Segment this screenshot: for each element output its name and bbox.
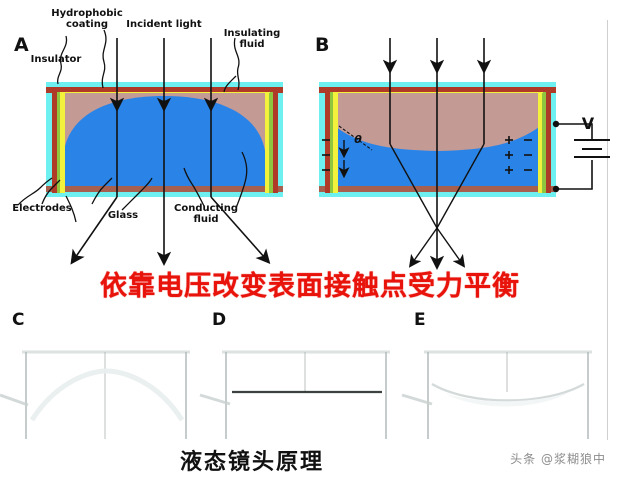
label-conducting-fluid: Conducting fluid (173, 203, 239, 225)
panel-b-ray-left-refracted (389, 143, 438, 229)
panel-a-ray-right-out (210, 196, 271, 264)
panel-a-leader-electrodes-1 (17, 177, 53, 206)
panel-a-hydrophobic-coating-right (269, 88, 273, 193)
label-electrodes: Electrodes (12, 203, 72, 214)
panel-b-schematic (319, 38, 610, 270)
panel-a-leader-hydrophobic (101, 29, 107, 89)
panel-a-leader-insulating-fluid (233, 37, 240, 91)
panel-a-ray-left-out (70, 196, 118, 265)
panel-b-electrode-left (319, 88, 330, 193)
panel-b-electrode-right (546, 88, 556, 193)
label-glass: Glass (107, 210, 139, 221)
panel-b-charges-right-fluid (505, 136, 513, 174)
panel-a-leader-electrodes-2 (41, 179, 61, 205)
panel-b-circuit (552, 120, 610, 193)
label-voltage-source: V (581, 114, 595, 133)
watermark: 头条 @浆糊狼中 (510, 452, 606, 466)
panel-a-hydrophobic-coating-left (57, 88, 61, 193)
panel-a-leader-conducting-2 (235, 151, 248, 209)
panel-a-electrode-right (273, 88, 283, 193)
photo-d-overlay (199, 350, 390, 439)
panel-letter-c: C (12, 310, 25, 330)
right-divider-rule (607, 20, 608, 440)
panel-b-hydrophobic-coating-right (542, 88, 546, 193)
panel-letter-b: B (315, 34, 330, 56)
panel-b-insulator-left (333, 88, 338, 193)
photo-e-overlay (401, 350, 592, 439)
panel-letter-a: A (14, 34, 29, 56)
panel-letter-e: E (414, 310, 426, 330)
panel-b-ray-out-left (408, 227, 438, 268)
red-banner-text: 依靠电压改变表面接触点受力平衡 (100, 271, 520, 302)
panel-b-contact-angle-line (338, 125, 373, 151)
panel-b-ray-out-right (436, 227, 466, 268)
panel-a-leader-glass-1 (91, 177, 113, 205)
panel-b-charges-left-electrode (322, 139, 330, 171)
panel-a-leader-glass-2 (121, 177, 153, 211)
bottom-caption: 液态镜头原理 (180, 450, 325, 475)
panel-b-hydrophobic-coating-left (330, 88, 334, 193)
panel-letter-d: D (212, 310, 227, 330)
panel-a-leader-conducting-1 (183, 167, 205, 207)
panel-b-insulator-right (538, 88, 543, 193)
panel-b-charges-right-electrode (524, 139, 532, 171)
photo-c-overlay (0, 350, 190, 439)
panel-a-schematic (17, 29, 283, 266)
photo-overlays (0, 350, 592, 439)
photo-c-meniscus-convex (29, 368, 185, 422)
panel-a-electrode-left (46, 88, 57, 193)
label-hydrophobic-coating: Hydrophobic coating (51, 8, 123, 30)
panel-a-insulator-left (60, 88, 65, 193)
label-contact-angle: θ (354, 133, 362, 146)
panel-a-leader-insulator (56, 35, 68, 85)
photo-e-meniscus-concave (446, 392, 570, 407)
label-insulator: Insulator (30, 54, 82, 65)
label-insulating-fluid: Insulating fluid (223, 28, 281, 50)
panel-b-ray-right-refracted (436, 143, 485, 229)
label-incident-light: Incident light (126, 19, 202, 30)
panel-a-insulator-right (265, 88, 270, 193)
